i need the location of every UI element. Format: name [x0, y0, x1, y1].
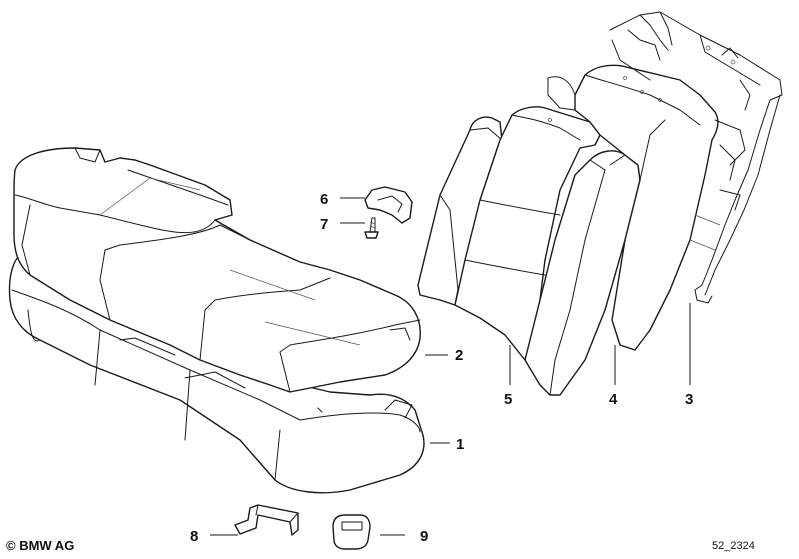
seat-cushion-pad[interactable] [13, 147, 421, 393]
callout-5[interactable]: 5 [504, 391, 512, 408]
drawing-number: 52_2324 [712, 540, 755, 552]
clip-cover[interactable] [364, 186, 413, 224]
callout-9[interactable]: 9 [420, 528, 428, 545]
backrest-frame[interactable] [609, 11, 783, 304]
callout-3[interactable]: 3 [685, 391, 693, 408]
backrest-bolster[interactable] [524, 150, 641, 396]
copyright-notice: © BMW AG [6, 538, 75, 553]
callout-4[interactable]: 4 [609, 391, 618, 408]
callout-6[interactable]: 6 [320, 191, 328, 208]
backrest-rear-pad[interactable] [547, 64, 719, 351]
callout-7[interactable]: 7 [320, 216, 328, 233]
screw[interactable] [364, 217, 379, 239]
cover-cap[interactable] [332, 514, 371, 550]
callout-1[interactable]: 1 [456, 436, 464, 453]
callout-2[interactable]: 2 [455, 347, 463, 364]
backrest-center-pad[interactable] [454, 106, 601, 361]
callout-8[interactable]: 8 [190, 528, 198, 545]
mounting-bracket[interactable] [234, 504, 299, 536]
